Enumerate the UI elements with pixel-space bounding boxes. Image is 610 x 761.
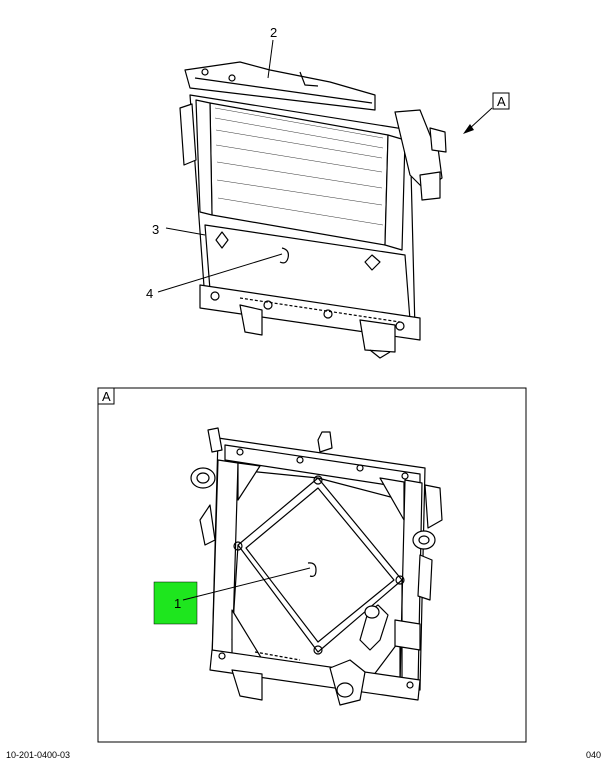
detail-view-frame (97, 387, 527, 743)
callout-1-highlight (153, 581, 198, 625)
view-label-a: A (497, 94, 506, 109)
callout-2: 2 (270, 25, 277, 40)
view-direction-arrow (463, 92, 510, 134)
view-label-box (492, 92, 510, 110)
leader-lines-top (157, 39, 283, 293)
detail-label-a: A (102, 389, 111, 404)
radiator-assembly-rear-view (190, 427, 443, 706)
callout-3: 3 (152, 222, 159, 237)
callout-1: 1 (174, 596, 181, 611)
footer-page-code: 040 (586, 750, 602, 760)
detail-label-box (97, 387, 115, 405)
radiator-assembly-top-view (179, 61, 447, 359)
callout-4: 4 (146, 286, 153, 301)
footer-drawing-number: 10-201-0400-03 (6, 750, 71, 760)
leader-line-1 (182, 567, 311, 601)
